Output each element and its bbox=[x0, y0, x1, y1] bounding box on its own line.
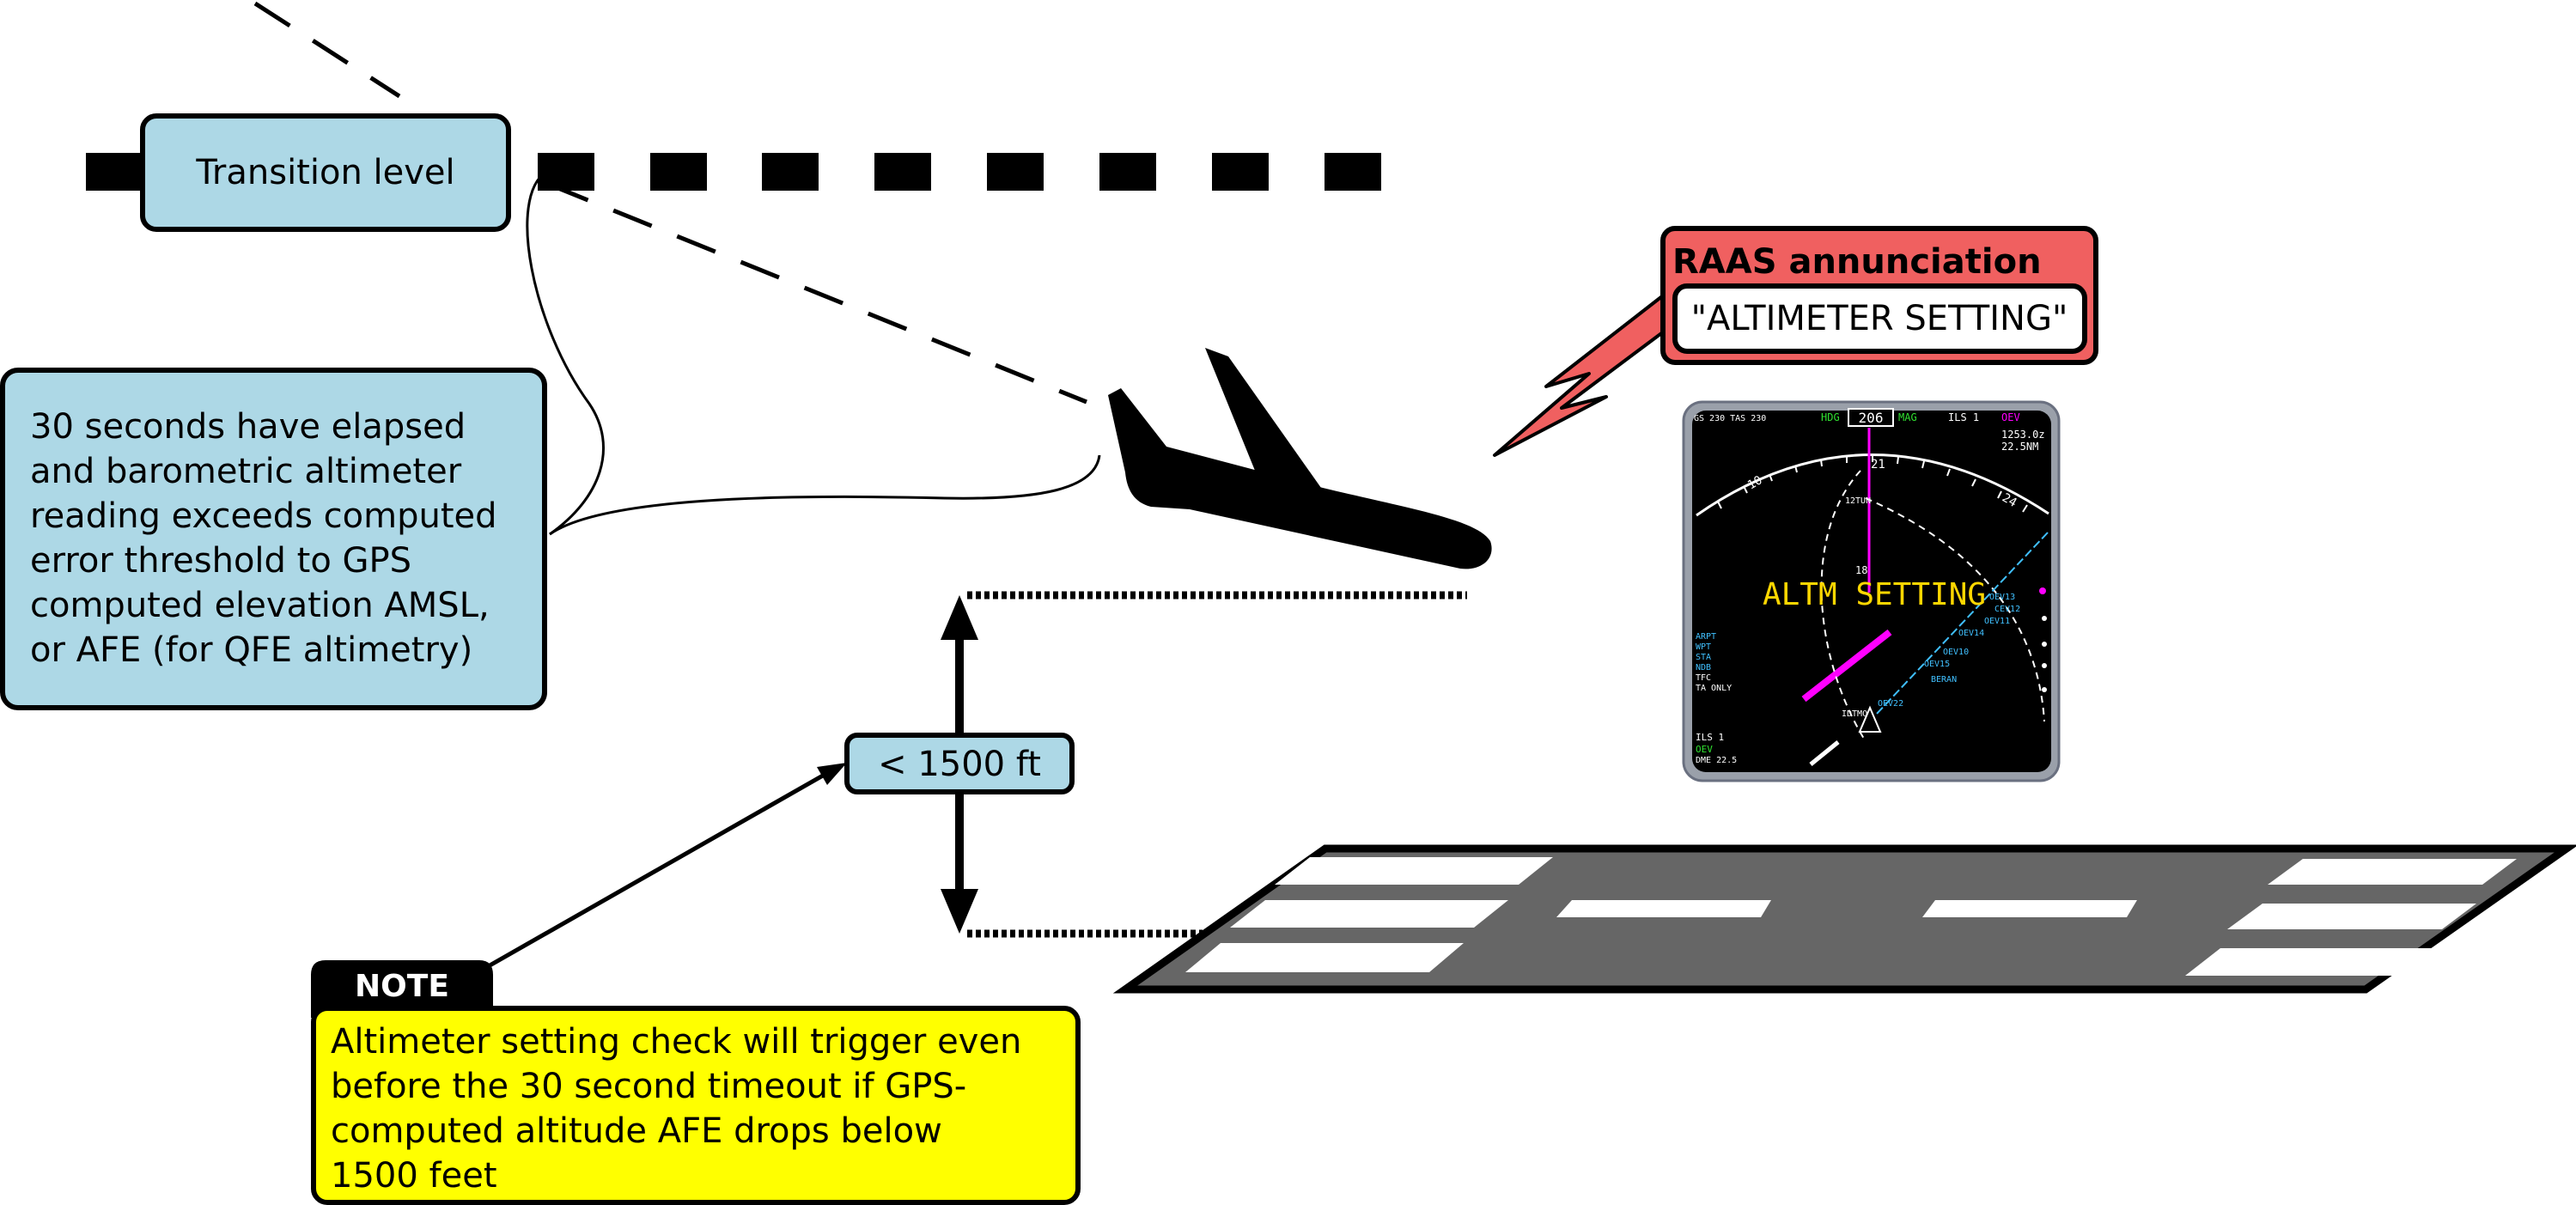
raas-callout-box bbox=[1672, 283, 2087, 354]
approach-path-upper bbox=[253, 1, 401, 99]
nd-alert: ALTM SETTING bbox=[1763, 577, 1986, 612]
note-arrow bbox=[484, 766, 837, 971]
raas-callout: "ALTIMETER SETTING" bbox=[1691, 299, 2068, 338]
condition-box bbox=[0, 368, 547, 710]
nd-course-line bbox=[1801, 629, 1892, 703]
nd-bottom-ils: ILS 1 bbox=[1696, 732, 1724, 743]
transition-level-box bbox=[140, 113, 511, 232]
runway bbox=[1112, 844, 2576, 994]
nd-compass-18: 18 bbox=[1855, 564, 1867, 576]
altitude-label: < 1500 ft bbox=[878, 745, 1041, 784]
nd-left-label-2: WPT bbox=[1696, 642, 1711, 652]
compass-label-21: 21 bbox=[1871, 458, 1885, 472]
nd-fix-6: OEV15 bbox=[1924, 660, 1950, 669]
nd-runway-symbol bbox=[1809, 740, 1840, 766]
note-arrow-head bbox=[817, 763, 847, 785]
approach-path-lower bbox=[549, 182, 1087, 405]
note-tab-label: NOTE bbox=[355, 969, 449, 1004]
note-text: Altimeter setting check will trigger eve… bbox=[331, 1022, 1032, 1196]
threshold-stripe-left-2 bbox=[1230, 900, 1508, 928]
lightning-bolt-icon bbox=[1493, 295, 1672, 457]
nd-time: 1253.0z bbox=[2001, 429, 2045, 441]
nd-fix-4: OEV14 bbox=[1958, 629, 1984, 638]
threshold-stripe-left-1 bbox=[1275, 857, 1553, 885]
nd-ils-label: ILS 1 bbox=[1948, 411, 1979, 423]
nd-gs-tas: GS 230 TAS 230 bbox=[1694, 414, 1766, 423]
nd-bottom-waypoint: OEV bbox=[1696, 744, 1713, 755]
nd-left-label-3: STA bbox=[1696, 653, 1711, 662]
note-box bbox=[311, 1006, 1081, 1205]
connector-curve-top bbox=[526, 170, 606, 536]
condition-line-5: computed elevation AMSL, bbox=[30, 586, 490, 625]
nd-mag-label: MAG bbox=[1898, 411, 1917, 423]
nd-distance: 22.5NM bbox=[2001, 441, 2038, 453]
condition-text: 30 seconds have elapsed and barometric a… bbox=[30, 407, 508, 670]
nd-inner-ring bbox=[1820, 470, 1865, 739]
nd-fix-9: IDTMO bbox=[1842, 709, 1867, 719]
altitude-box bbox=[844, 733, 1075, 794]
note-line-2: before the 30 second timeout if GPS- bbox=[331, 1067, 966, 1106]
nd-left-label-5: TFC bbox=[1696, 673, 1711, 683]
nd-fix-1: OEV13 bbox=[1989, 593, 2015, 602]
note-line-4: 1500 feet bbox=[331, 1156, 497, 1196]
nd-bottom-dme: DME 22.5 bbox=[1696, 756, 1737, 765]
nd-heading-label: HDG bbox=[1821, 411, 1840, 423]
note-tab bbox=[311, 960, 493, 1018]
threshold-stripe-right-2 bbox=[2227, 904, 2476, 929]
centerline-stripe-2 bbox=[1922, 900, 2137, 917]
nd-magenta-marker bbox=[2039, 587, 2046, 594]
transition-level-line bbox=[86, 153, 1381, 191]
condition-line-4: error threshold to GPS bbox=[30, 541, 411, 581]
nd-heading-value: 206 bbox=[1859, 410, 1884, 426]
nd-fix-2: CEV12 bbox=[1994, 605, 2020, 614]
nd-heading-box bbox=[1848, 408, 1894, 427]
note-line-1: Altimeter setting check will trigger eve… bbox=[331, 1022, 1021, 1062]
condition-line-2: and barometric altimeter bbox=[30, 452, 462, 491]
compass-label-10: 10 bbox=[1745, 473, 1765, 492]
nd-range-ring bbox=[1865, 497, 2045, 722]
centerline-stripe-1 bbox=[1556, 900, 1771, 917]
nd-fix-3: OEV11 bbox=[1984, 617, 2010, 626]
condition-line-1: 30 seconds have elapsed bbox=[30, 407, 466, 447]
nd-fix-8: OEV22 bbox=[1878, 699, 1903, 709]
nd-aircraft-symbol bbox=[1858, 705, 1882, 733]
nd-waypoint: OEV bbox=[2001, 411, 2020, 423]
threshold-stripe-right-1 bbox=[2268, 859, 2517, 885]
nd-left-label-6: TA ONLY bbox=[1696, 684, 1732, 693]
threshold-stripe-left-3 bbox=[1185, 943, 1464, 972]
compass-label-24: 24 bbox=[2000, 491, 2019, 510]
condition-line-3: reading exceeds computed bbox=[30, 496, 497, 536]
note-line-3: computed altitude AFE drops below bbox=[331, 1111, 942, 1151]
nd-left-label-4: NDB bbox=[1696, 663, 1711, 672]
nd-12tun-label: 12TUN bbox=[1845, 496, 1871, 506]
nd-fix-7: BERAN bbox=[1931, 675, 1957, 685]
raas-title: RAAS annunciation bbox=[1672, 242, 2042, 282]
compass-ticks bbox=[1717, 455, 2028, 513]
connector-curve-aircraft bbox=[549, 454, 1101, 536]
nd-right-markers bbox=[2042, 616, 2047, 692]
threshold-stripe-right-3 bbox=[2185, 948, 2434, 976]
nd-approach-track bbox=[1875, 532, 2049, 715]
nd-fix-5: OEV10 bbox=[1943, 648, 1969, 657]
aircraft-icon bbox=[1108, 348, 1492, 569]
condition-line-6: or AFE (for QFE altimetry) bbox=[30, 630, 472, 670]
transition-level-label: Transition level bbox=[195, 153, 454, 192]
navigation-display: 10 21 24 GS 230 TAS 230 HDG 206 MAG ILS … bbox=[1682, 400, 2061, 782]
nd-left-label-1: ARPT bbox=[1696, 632, 1716, 642]
